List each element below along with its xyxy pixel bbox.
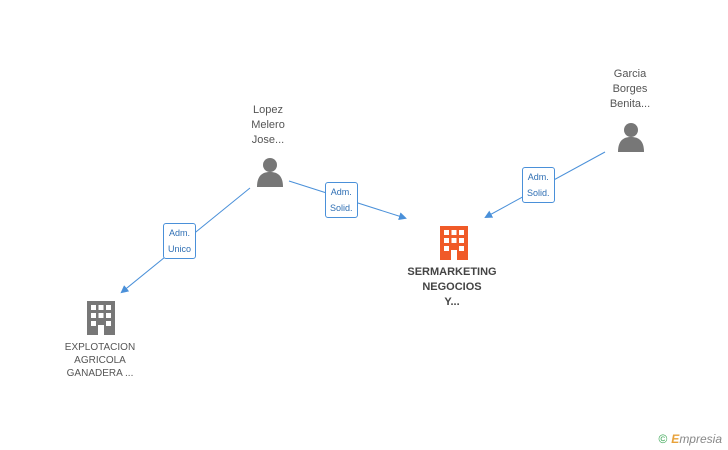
person-name-lopez[interactable]: Lopez Melero Jose... (251, 104, 285, 146)
person-icon[interactable] (618, 123, 644, 152)
person-name-garcia[interactable]: Garcia Borges Benita... (609, 68, 651, 110)
person-icon[interactable] (257, 158, 283, 187)
brand-initial: E (671, 432, 680, 446)
building-icon[interactable] (440, 226, 468, 260)
edge-label-adm-unico: Adm. Unico (163, 223, 197, 259)
copyright-icon: © (658, 432, 668, 446)
brand-watermark: ©Empresia (658, 432, 722, 446)
brand-name: mpresia (679, 432, 722, 446)
edge-label-adm-solid-lopez: Adm. Solid. (325, 182, 358, 218)
company-name-explotacion[interactable]: EXPLOTACION AGRICOLA GANADERA ... (64, 342, 136, 379)
company-name-sermarketing[interactable]: SERMARKETING NEGOCIOS Y... (407, 266, 497, 308)
building-icon[interactable] (87, 301, 115, 335)
edge-label-adm-solid-garcia: Adm. Solid. (522, 167, 555, 203)
